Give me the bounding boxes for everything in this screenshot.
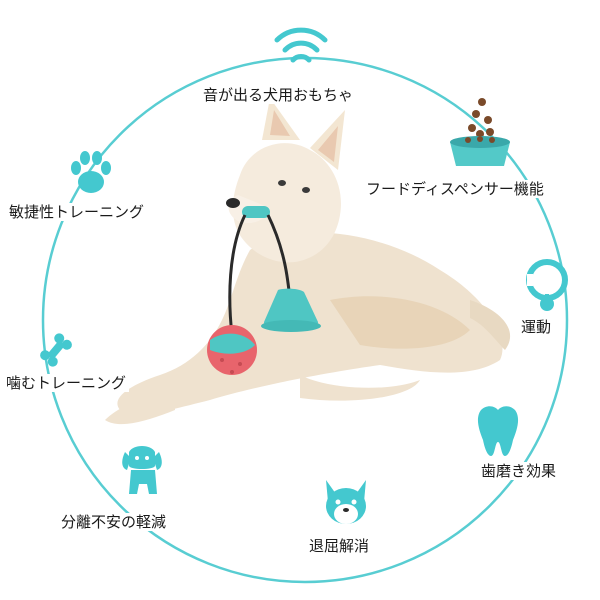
feature-label-separation: 分離不安の軽減 xyxy=(58,513,170,531)
feature-label-dispenser: フードディスペンサー機能 xyxy=(363,180,547,198)
paw-icon xyxy=(66,148,116,198)
feature-label-boredom: 退屈解消 xyxy=(306,537,373,555)
tooth-icon xyxy=(473,402,523,458)
dog-face-icon xyxy=(318,476,374,530)
feature-label-teeth: 歯磨き効果 xyxy=(478,462,560,480)
food-bowl-icon xyxy=(442,94,518,174)
feature-label-sound: 音が出る犬用おもちゃ xyxy=(200,86,357,104)
feature-label-chew: 噛むトレーニング xyxy=(3,374,130,392)
wifi-sound-icon xyxy=(271,22,331,72)
puppy-icon xyxy=(115,440,171,502)
bone-icon xyxy=(36,330,76,370)
feature-label-agility: 敏捷性トレーニング xyxy=(6,203,148,221)
dog-collar-icon xyxy=(522,256,572,316)
feature-label-exercise: 運動 xyxy=(518,318,555,336)
